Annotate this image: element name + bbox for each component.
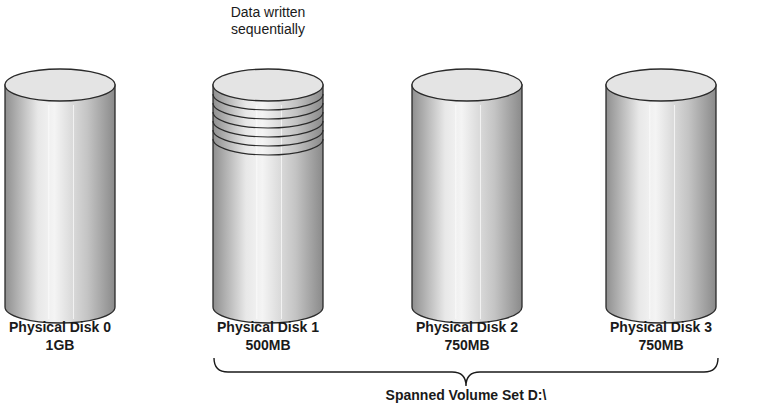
disk-size: 750MB [605,336,717,354]
cylinder-shape [4,68,116,326]
platter-ring [213,121,323,137]
disk-cylinder: Physical Disk 1500MB [212,68,324,358]
sheen [48,105,49,319]
disk-caption: Physical Disk 3750MB [605,318,717,354]
disk-size: 750MB [411,336,523,354]
disk-name: Physical Disk 1 [212,318,324,336]
disk-name: Physical Disk 2 [411,318,523,336]
volume-label: Spanned Volume Set D:\ [336,386,596,404]
cylinder-shape [212,68,324,326]
cylinder-top [5,69,115,101]
disk-name: Physical Disk 0 [4,318,116,336]
cylinder-body [5,85,115,323]
note-label: Data written sequentially [213,4,323,38]
disk-cylinder: Physical Disk 01GB [4,68,116,358]
sheen [674,105,675,319]
disk-caption: Physical Disk 01GB [4,318,116,354]
sheen [455,105,456,319]
volume-brace [214,358,718,386]
cylinder-body [606,85,716,323]
platter-ring [213,94,323,110]
sheen [649,105,650,319]
platter-ring [213,139,323,155]
platter-ring [213,130,323,146]
sheen [480,105,481,319]
cylinder-top [213,69,323,101]
disk-caption: Physical Disk 1500MB [212,318,324,354]
disk-name: Physical Disk 3 [605,318,717,336]
disk-cylinder: Physical Disk 2750MB [411,68,523,358]
cylinder-shape [605,68,717,326]
disk-size: 500MB [212,336,324,354]
cylinder-top [606,69,716,101]
cylinder-top [412,69,522,101]
sheen [73,105,74,319]
platter-ring [213,103,323,119]
platter-ring [213,112,323,128]
disk-cylinder: Physical Disk 3750MB [605,68,717,358]
disk-size: 1GB [4,336,116,354]
cylinder-body [412,85,522,323]
disk-caption: Physical Disk 2750MB [411,318,523,354]
cylinder-body [213,85,323,323]
cylinder-shape [411,68,523,326]
